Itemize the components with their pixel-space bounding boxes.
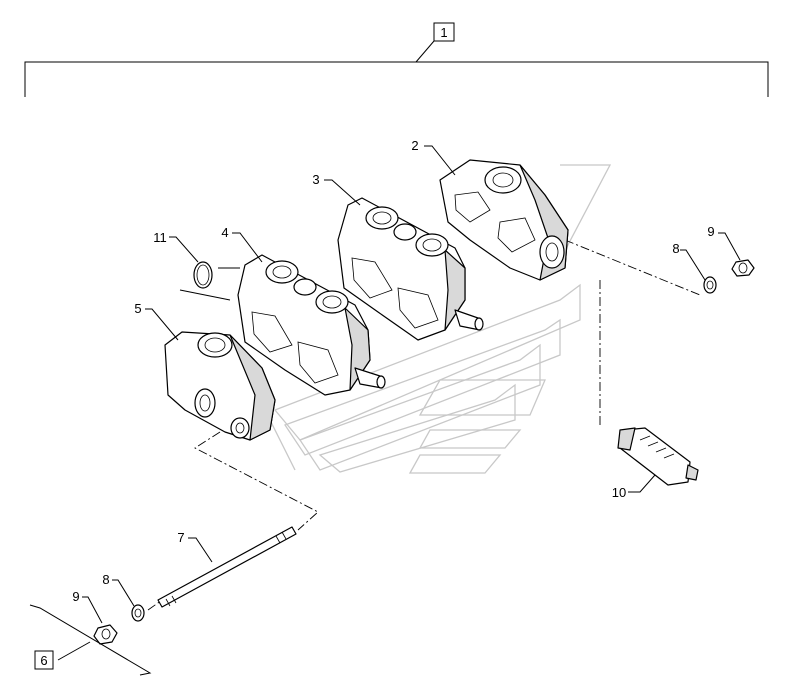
valve-section-part-3 (337, 197, 484, 341)
nut-part-9-right (731, 259, 755, 277)
callout-3: 3 (312, 172, 319, 187)
callout-5: 5 (134, 301, 141, 316)
inlet-cover-part-5 (164, 331, 276, 441)
callout-8-right: 8 (672, 241, 679, 256)
callout-9-right: 9 (707, 224, 714, 239)
end-cover-part-2 (439, 159, 569, 281)
nut-part-9-left (93, 624, 118, 645)
o-ring-part-11 (193, 261, 213, 289)
callout-8-left: 8 (102, 572, 109, 587)
callout-9-left: 9 (72, 589, 79, 604)
callout-7: 7 (177, 530, 184, 545)
logo-watermark-icon (269, 164, 612, 474)
tie-rod-part-7 (157, 526, 297, 608)
callout-6: 6 (40, 653, 47, 668)
assembly-bracket (24, 40, 769, 97)
callout-10: 10 (612, 485, 626, 500)
callout-11: 11 (153, 230, 167, 245)
kit-bracket (29, 604, 152, 676)
gasket-edge-lines (179, 267, 240, 301)
callout-box-6 (34, 650, 54, 670)
leader-lines (82, 145, 741, 624)
valve-section-part-4 (237, 254, 386, 396)
callout-2: 2 (411, 138, 418, 153)
callout-box-1 (433, 22, 455, 42)
washer-part-8-right (703, 276, 717, 294)
callout-1: 1 (440, 25, 447, 40)
relief-valve-part-10 (617, 427, 699, 486)
washer-part-8-left (131, 604, 145, 622)
callout-4: 4 (221, 225, 228, 240)
